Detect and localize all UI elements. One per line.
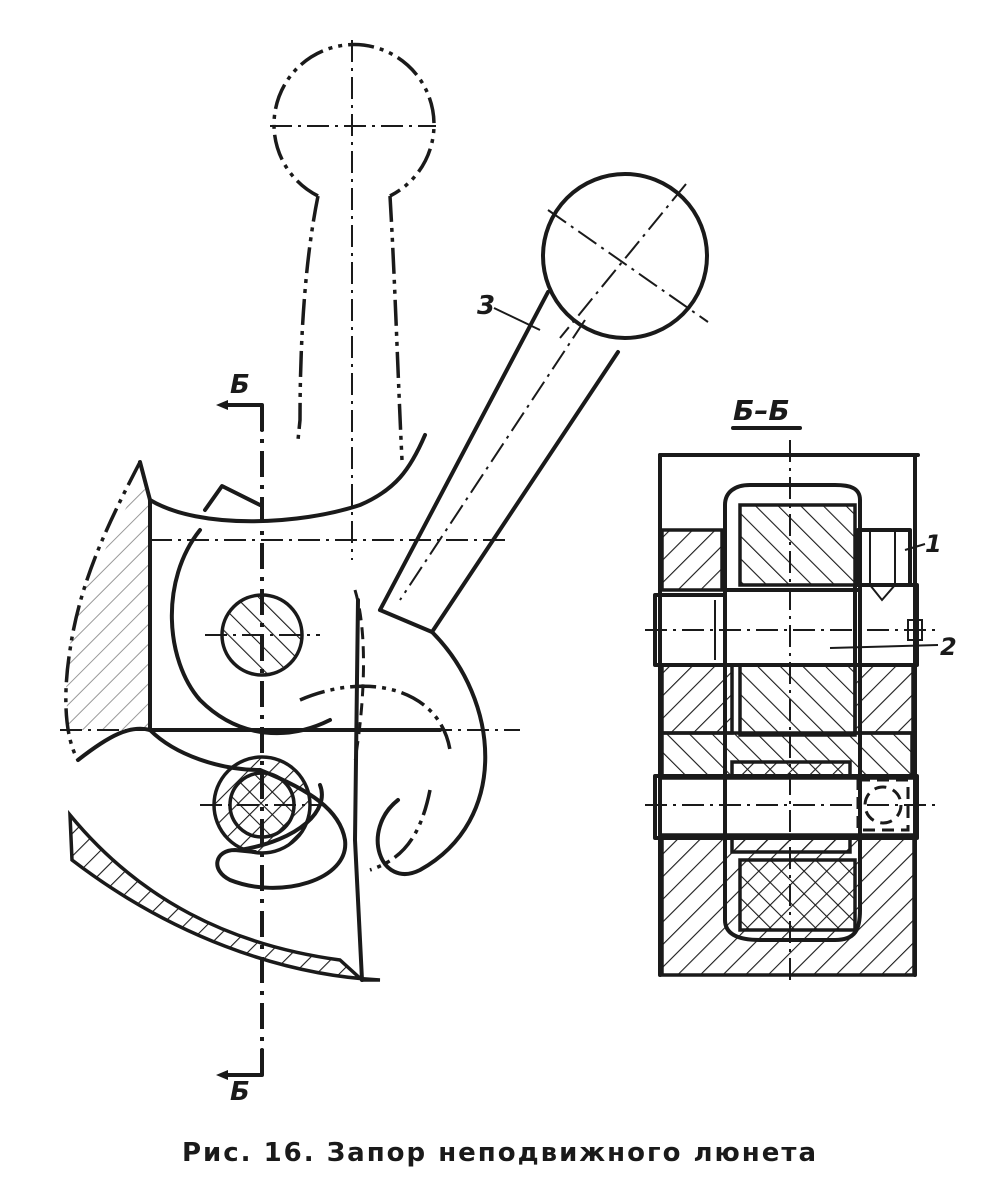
technical-drawing: 3 xyxy=(60,40,957,1107)
lever-phantom-position xyxy=(270,40,436,560)
housing xyxy=(60,460,520,982)
label-section-top: Б xyxy=(230,370,250,400)
main-view: 3 xyxy=(60,40,709,1107)
label-part-2: 2 xyxy=(940,633,957,661)
section-view: Б–Б 1 2 xyxy=(645,394,957,985)
label-part-1: 1 xyxy=(925,530,942,558)
section-line: Б Б xyxy=(216,370,264,1107)
label-lever: 3 xyxy=(477,291,495,321)
section-title: Б–Б xyxy=(733,394,790,427)
figure-caption: Рис. 16. Запор неподвижного люнета xyxy=(181,1138,819,1168)
label-section-bottom: Б xyxy=(230,1077,250,1107)
